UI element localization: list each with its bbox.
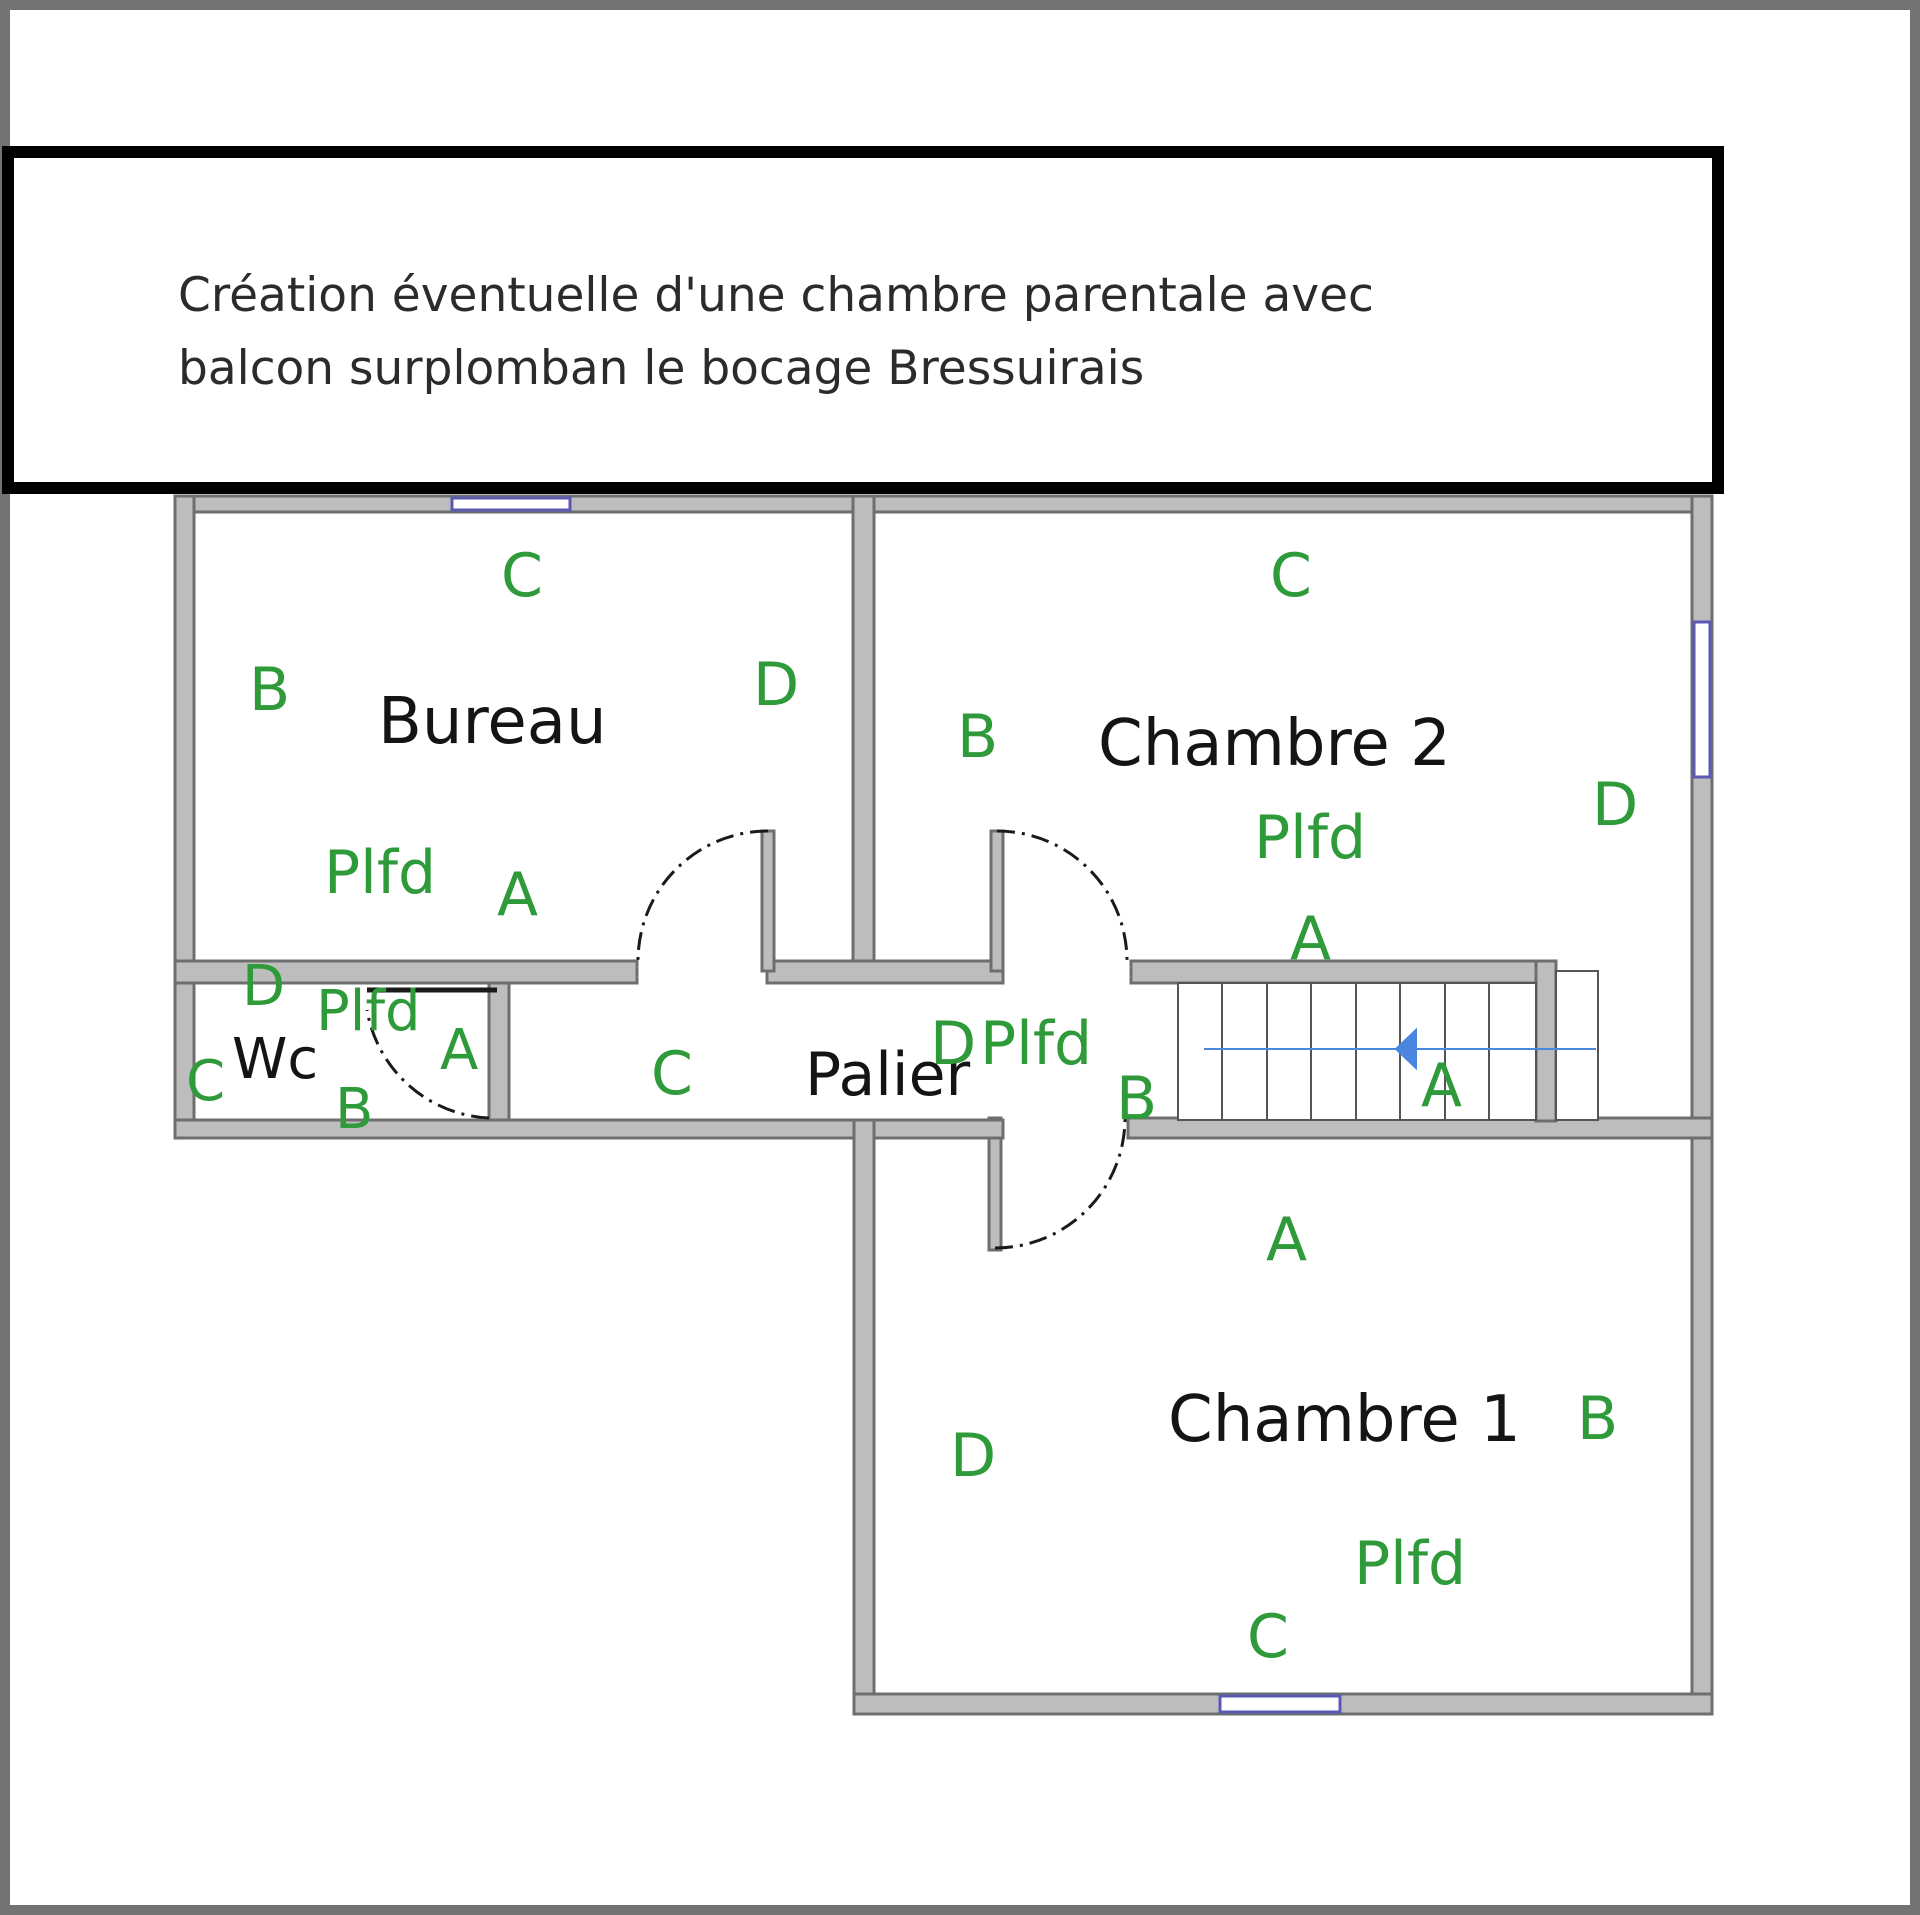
chambre1-wall-a: A: [1266, 1205, 1307, 1275]
wall-chambre1-left: [852, 1118, 876, 1716]
door-swing-chambre1: [994, 1117, 1127, 1250]
bureau-ceiling: Plfd: [324, 838, 436, 908]
room-label-chambre2: Chambre 2: [1098, 707, 1451, 781]
wall-stub-chambre1-door: [987, 1116, 1003, 1252]
wall-top: [173, 494, 1714, 514]
chambre1-wall-d: D: [950, 1421, 996, 1491]
stair-arrow-icon: [1394, 1027, 1417, 1071]
palier-wall-a: A: [1421, 1051, 1462, 1121]
palier-wall-b: B: [1116, 1064, 1157, 1134]
wc-wall-a: A: [440, 1018, 478, 1083]
wall-bureau-chambre2: [851, 494, 876, 974]
stair-landing: [1555, 970, 1599, 1121]
chambre2-wall-c: C: [1270, 541, 1312, 611]
walls: [173, 494, 1714, 1716]
wall-corridor-bottom-1: [173, 1118, 1005, 1140]
wall-corridor-top-1: [173, 959, 639, 985]
bureau-wall-b: B: [249, 655, 290, 725]
note-line-2: balcon surplomban le bocage Bressuirais: [178, 341, 1144, 396]
door-swing-chambre2: [996, 829, 1129, 962]
chambre1-wall-b: B: [1577, 1384, 1618, 1454]
window-bureau: [450, 496, 572, 512]
chambre1-wall-c: C: [1247, 1602, 1289, 1672]
wall-corridor-top-3: [1129, 959, 1558, 985]
palier-wall-c: C: [651, 1039, 693, 1109]
staircase: [1177, 970, 1599, 1121]
chambre2-ceiling: Plfd: [1254, 803, 1366, 873]
wc-wall-b: B: [335, 1077, 373, 1142]
chambre2-wall-b: B: [957, 702, 998, 772]
windows: [450, 496, 1712, 1714]
wall-left: [173, 494, 196, 1140]
palier-ceiling: Plfd: [980, 1009, 1092, 1079]
bureau-wall-a: A: [497, 860, 538, 930]
room-label-chambre1: Chambre 1: [1168, 1383, 1521, 1457]
wc-wall-d: D: [242, 954, 285, 1019]
wc-ceiling: Plfd: [316, 979, 421, 1044]
window-chambre2: [1692, 620, 1712, 779]
chambre2-wall-d: D: [1592, 770, 1638, 840]
wall-corridor-top-2: [765, 959, 1005, 985]
chambre2-wall-a: A: [1290, 904, 1331, 974]
room-label-bureau: Bureau: [378, 685, 607, 759]
room-label-palier: Palier: [805, 1040, 971, 1110]
palier-wall-d: D: [930, 1009, 976, 1079]
wc-wall-c: C: [186, 1049, 225, 1114]
wall-stub-bureau-door: [760, 829, 776, 973]
room-label-wc: Wc: [232, 1027, 318, 1092]
door-swing-wc: [365, 1009, 490, 1120]
bureau-wall-d: D: [753, 650, 799, 720]
wall-stair-enclosure: [1534, 959, 1558, 1123]
door-swings: [365, 829, 1129, 1250]
door-swing-bureau: [636, 829, 769, 962]
bureau-wall-c: C: [501, 541, 543, 611]
wall-wc-palier: [487, 981, 511, 1123]
wall-stub-chambre2-door: [989, 829, 1005, 973]
note-line-1: Création éventuelle d'une chambre parent…: [178, 268, 1374, 323]
wall-markers: C B D Plfd A C B Plfd D A A B D Plfd C C…: [186, 541, 1638, 1672]
note-box: Création éventuelle d'une chambre parent…: [2, 146, 1724, 494]
chambre1-ceiling: Plfd: [1354, 1529, 1466, 1599]
room-labels: Bureau Chambre 2 Chambre 1 Palier Wc: [232, 685, 1521, 1457]
window-chambre1: [1218, 1694, 1342, 1714]
